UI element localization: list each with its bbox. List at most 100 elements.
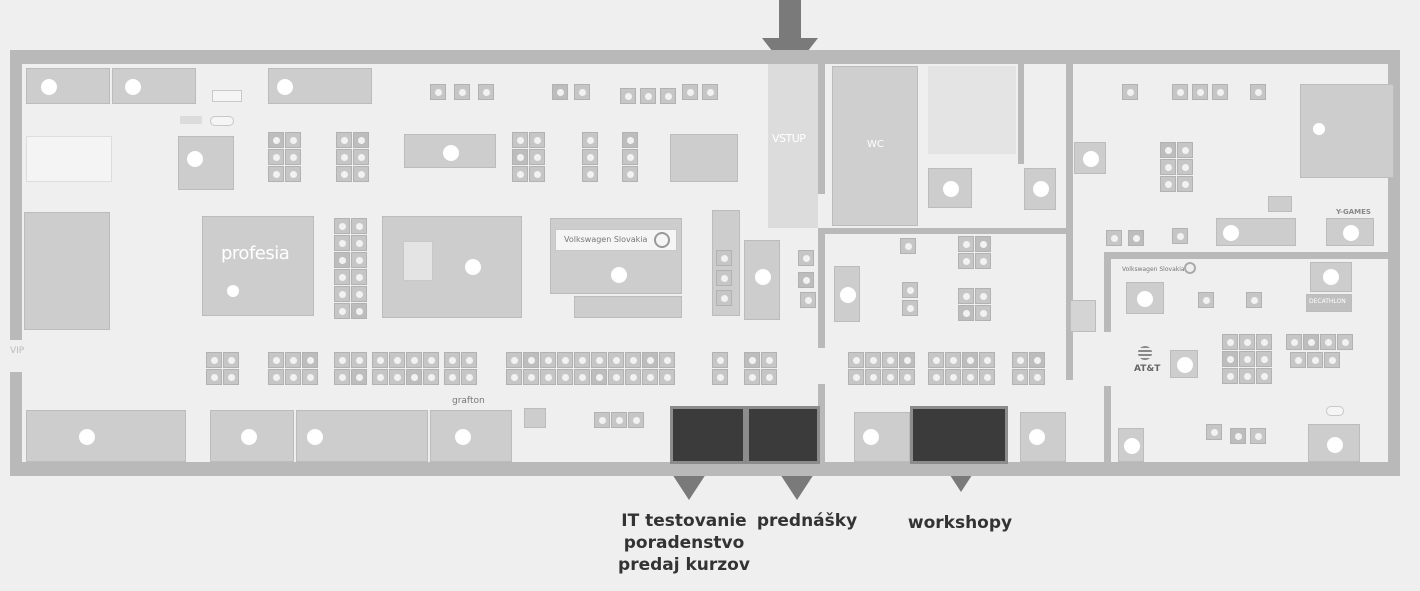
small-booth xyxy=(591,352,607,368)
small-booth xyxy=(1320,334,1336,350)
small-booth xyxy=(1239,368,1255,384)
small-booth xyxy=(1256,351,1272,367)
small-booth xyxy=(1128,230,1144,246)
small-booth xyxy=(800,292,816,308)
small-booth xyxy=(622,132,638,148)
brand-logo xyxy=(180,116,202,124)
small-booth xyxy=(928,369,944,385)
small-booth xyxy=(744,352,760,368)
booth xyxy=(296,410,428,462)
small-booth xyxy=(622,149,638,165)
small-booth xyxy=(372,352,388,368)
small-booth xyxy=(334,218,350,234)
small-booth xyxy=(902,282,918,298)
small-booth xyxy=(389,369,405,385)
small-booth xyxy=(594,412,610,428)
small-booth xyxy=(628,412,644,428)
room-lectures-caption: prednášky xyxy=(752,510,862,532)
small-booth xyxy=(625,352,641,368)
small-booth xyxy=(744,369,760,385)
small-booth xyxy=(975,305,991,321)
room-it-caption: IT testovanie poradenstvo predaj kurzov xyxy=(604,510,764,576)
small-booth xyxy=(716,270,732,286)
booth xyxy=(26,136,112,182)
entrance-corridor: VSTUP xyxy=(768,64,818,228)
small-booth xyxy=(1029,352,1045,368)
y-games-label: Y-GAMES xyxy=(1336,208,1371,216)
booth xyxy=(26,410,186,462)
booth xyxy=(744,240,780,320)
small-booth xyxy=(620,88,636,104)
small-booth xyxy=(865,352,881,368)
small-booth xyxy=(574,84,590,100)
small-booth xyxy=(557,352,573,368)
small-booth xyxy=(979,369,995,385)
inner-wall-entrance xyxy=(818,64,825,194)
small-booth xyxy=(1239,334,1255,350)
small-booth xyxy=(975,288,991,304)
small-booth xyxy=(1177,176,1193,192)
small-booth xyxy=(761,369,777,385)
small-booth xyxy=(979,352,995,368)
small-booth xyxy=(1192,84,1208,100)
small-booth xyxy=(899,352,915,368)
booth xyxy=(834,266,860,322)
small-booth xyxy=(716,290,732,306)
booth xyxy=(1268,196,1292,212)
small-booth xyxy=(945,352,961,368)
small-booth xyxy=(962,369,978,385)
small-booth xyxy=(461,369,477,385)
small-booth xyxy=(268,149,284,165)
decathlon-logo-text: DECATHLON xyxy=(1309,298,1346,305)
booth xyxy=(1070,300,1096,332)
entrance-label: VSTUP xyxy=(772,132,806,145)
small-booth xyxy=(1256,334,1272,350)
small-booth xyxy=(611,412,627,428)
small-booth xyxy=(353,166,369,182)
small-booth xyxy=(625,369,641,385)
small-booth xyxy=(1029,369,1045,385)
inner-wall-right-hall-h xyxy=(1104,252,1388,259)
volkswagen-right-label: Volkswagen Slovakia xyxy=(1122,266,1185,273)
small-booth xyxy=(529,166,545,182)
room-it-testing xyxy=(670,406,746,464)
small-booth xyxy=(523,369,539,385)
small-booth xyxy=(268,166,284,182)
small-booth xyxy=(958,288,974,304)
small-booth xyxy=(523,352,539,368)
small-booth xyxy=(712,352,728,368)
booth xyxy=(210,410,294,462)
small-booth xyxy=(223,352,239,368)
small-booth xyxy=(334,269,350,285)
small-booth xyxy=(334,252,350,268)
outer-wall-left-lower xyxy=(10,372,22,476)
small-booth xyxy=(1198,292,1214,308)
small-booth xyxy=(540,352,556,368)
booth xyxy=(854,412,910,462)
small-booth xyxy=(1222,351,1238,367)
volkswagen-logo-icon xyxy=(1184,262,1196,274)
small-booth xyxy=(353,149,369,165)
small-booth xyxy=(848,369,864,385)
booth xyxy=(178,136,234,190)
small-booth xyxy=(285,166,301,182)
small-booth xyxy=(1172,84,1188,100)
small-booth xyxy=(962,352,978,368)
small-booth xyxy=(351,269,367,285)
small-booth xyxy=(557,369,573,385)
small-booth xyxy=(351,218,367,234)
small-booth xyxy=(1230,428,1246,444)
small-booth xyxy=(478,84,494,100)
caption-line: poradenstvo xyxy=(623,533,745,553)
small-booth xyxy=(1160,159,1176,175)
small-booth xyxy=(1012,352,1028,368)
small-booth xyxy=(268,132,284,148)
outer-wall-bottom xyxy=(10,462,1400,476)
small-booth xyxy=(389,352,405,368)
small-booth xyxy=(1177,142,1193,158)
small-booth xyxy=(1172,228,1188,244)
side-label: VIP xyxy=(10,346,25,356)
small-booth xyxy=(608,369,624,385)
small-booth xyxy=(1222,334,1238,350)
small-booth xyxy=(512,166,528,182)
